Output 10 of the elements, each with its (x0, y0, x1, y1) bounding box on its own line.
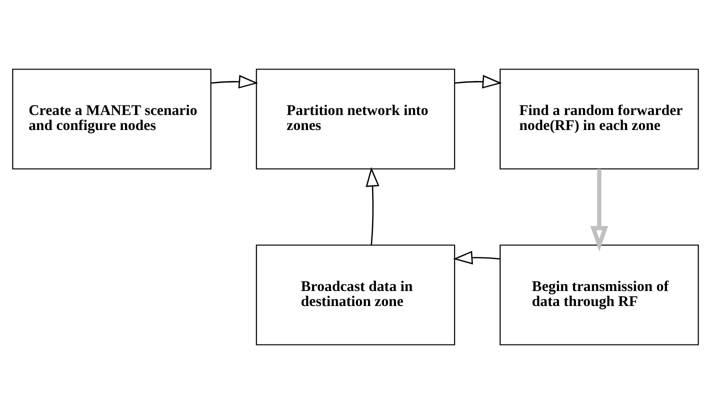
arrow (590, 168, 608, 252)
arrow (453, 250, 500, 264)
node-box: Begin transmission of data through RF (500, 244, 699, 346)
arrow (366, 167, 380, 246)
node-box: Partition network into zones (256, 68, 456, 170)
node-box: Find a random forwarder node(RF) in each zone (500, 68, 699, 170)
node-box: Broadcast data in destination zone (256, 244, 456, 346)
arrow (454, 74, 502, 89)
arrow (211, 74, 258, 89)
node-box: Create a MANET scenario and configure nodes (12, 68, 212, 170)
